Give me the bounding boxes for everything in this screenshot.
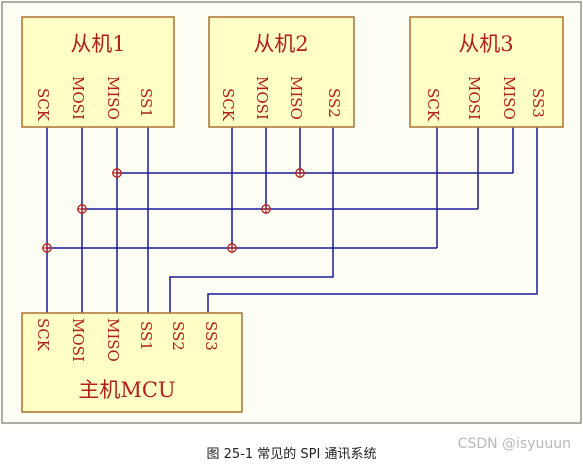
junction-dot (77, 204, 87, 214)
figure-caption: 图 25-1 常见的 SPI 通讯系统 (206, 447, 377, 462)
junction-dot (112, 168, 122, 178)
slave-2-box: 从机2 SCK MOSI MISO SS2 (208, 16, 355, 128)
slave-2-pin-ss: SS2 (325, 88, 343, 118)
slave-3-box: 从机3 SCK MOSI MISO SS3 (409, 16, 564, 128)
spi-diagram: 从机1 SCK MOSI MISO SS1 从机2 SCK MOSI MISO … (0, 0, 583, 425)
master-pin-ss3: SS3 (202, 321, 220, 351)
slave-3-pin-ss: SS3 (529, 88, 547, 118)
slave-1-pin-sck: SCK (34, 88, 52, 122)
junctions (42, 168, 305, 253)
master-mcu-box: SCK MOSI MISO SS1 SS2 SS3 主机MCU (21, 312, 243, 413)
junction-dot (227, 243, 237, 253)
slave-1-pin-ss: SS1 (137, 88, 155, 118)
slave-1-title: 从机1 (70, 32, 125, 56)
slave-2-pin-mosi: MOSI (253, 76, 271, 120)
wire-ss2 (169, 127, 334, 313)
junction-dot (261, 204, 271, 214)
watermark: CSDN @isyuuun (457, 436, 571, 452)
wire-ss3 (207, 127, 538, 313)
slave-3-title: 从机3 (458, 32, 513, 56)
master-pin-mosi: MOSI (69, 318, 87, 362)
slave-1-pin-miso: MISO (104, 76, 122, 120)
slave-2-pin-sck: SCK (219, 88, 237, 122)
junction-dot (295, 168, 305, 178)
master-pin-miso: MISO (104, 318, 122, 362)
slave-3-pin-miso: MISO (500, 76, 518, 120)
frame (1, 1, 582, 424)
junction-dot (42, 243, 52, 253)
slave-1-box: 从机1 SCK MOSI MISO SS1 (21, 16, 175, 128)
slave-3-pin-sck: SCK (424, 88, 442, 122)
slave-1-pin-mosi: MOSI (69, 76, 87, 120)
master-pin-ss2: SS2 (169, 321, 187, 351)
slave-3-pin-mosi: MOSI (465, 76, 483, 120)
master-title: 主机MCU (78, 378, 175, 402)
slave-2-title: 从机2 (253, 32, 308, 56)
master-pin-sck: SCK (34, 318, 52, 352)
bus-wires (46, 127, 538, 313)
master-pin-ss1: SS1 (137, 321, 155, 351)
slave-2-pin-miso: MISO (287, 76, 305, 120)
spi-diagram-canvas: 从机1 SCK MOSI MISO SS1 从机2 SCK MOSI MISO … (1, 1, 582, 424)
